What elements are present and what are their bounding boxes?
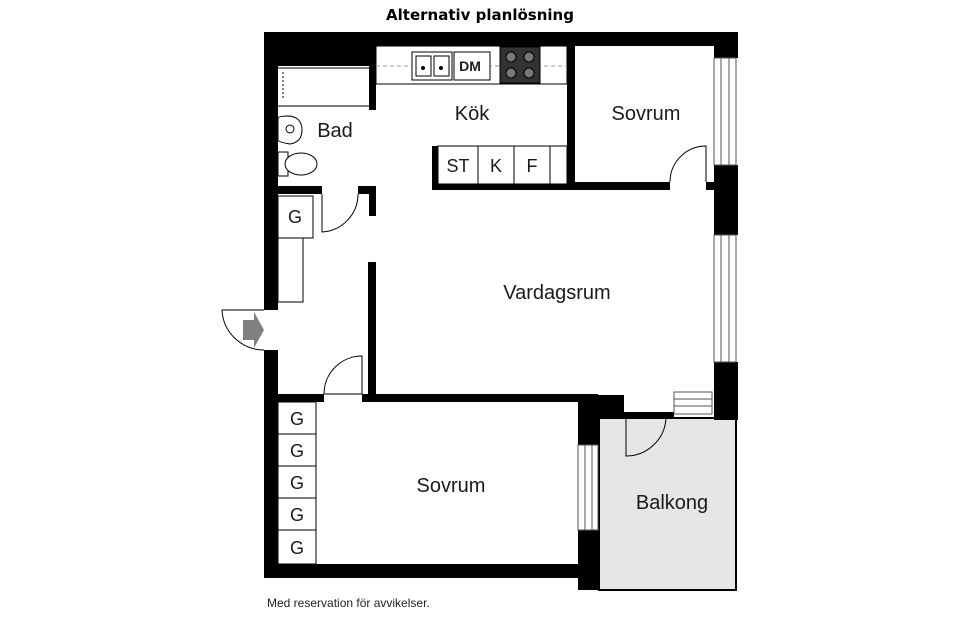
room-label-bedroom-bottom: Sovrum bbox=[417, 475, 486, 497]
wardrobe-label-1: G bbox=[290, 409, 304, 429]
disclaimer: Med reservation för avvikelser. bbox=[267, 596, 430, 610]
dishwasher bbox=[453, 51, 491, 81]
room-label-living: Vardagsrum bbox=[503, 282, 610, 304]
bedroom-wardrobes bbox=[277, 401, 317, 565]
interior-walls bbox=[278, 46, 716, 418]
hall-wardrobe bbox=[277, 195, 314, 303]
room-label-bedroom-top: Sovrum bbox=[612, 103, 681, 125]
balcony-floor bbox=[599, 418, 736, 590]
room-label-kitchen: Kök bbox=[455, 103, 490, 125]
dishwasher-label: DM bbox=[459, 58, 481, 74]
entry-arrow-icon bbox=[243, 312, 264, 348]
kitchen-unit-k: K bbox=[490, 156, 502, 176]
stove-icon bbox=[499, 46, 541, 84]
outer-walls bbox=[264, 32, 738, 590]
wardrobe-label-4: G bbox=[290, 505, 304, 525]
kitchen-unit-f: F bbox=[527, 156, 538, 176]
plan-title: Alternativ planlösning bbox=[386, 6, 574, 24]
room-label-balcony: Balkong bbox=[636, 492, 708, 514]
wardrobe-label-5: G bbox=[290, 538, 304, 558]
windows bbox=[577, 57, 737, 531]
sink-icon bbox=[411, 51, 453, 81]
kitchen-units bbox=[437, 145, 568, 185]
kitchen-unit-st: ST bbox=[446, 156, 469, 176]
hall-wardrobe-label: G bbox=[288, 207, 302, 227]
wardrobe-label-3: G bbox=[290, 473, 304, 493]
wardrobe-label-2: G bbox=[290, 441, 304, 461]
doors bbox=[221, 145, 707, 457]
bathroom-fixtures bbox=[277, 67, 369, 177]
room-label-bath: Bad bbox=[317, 120, 353, 142]
